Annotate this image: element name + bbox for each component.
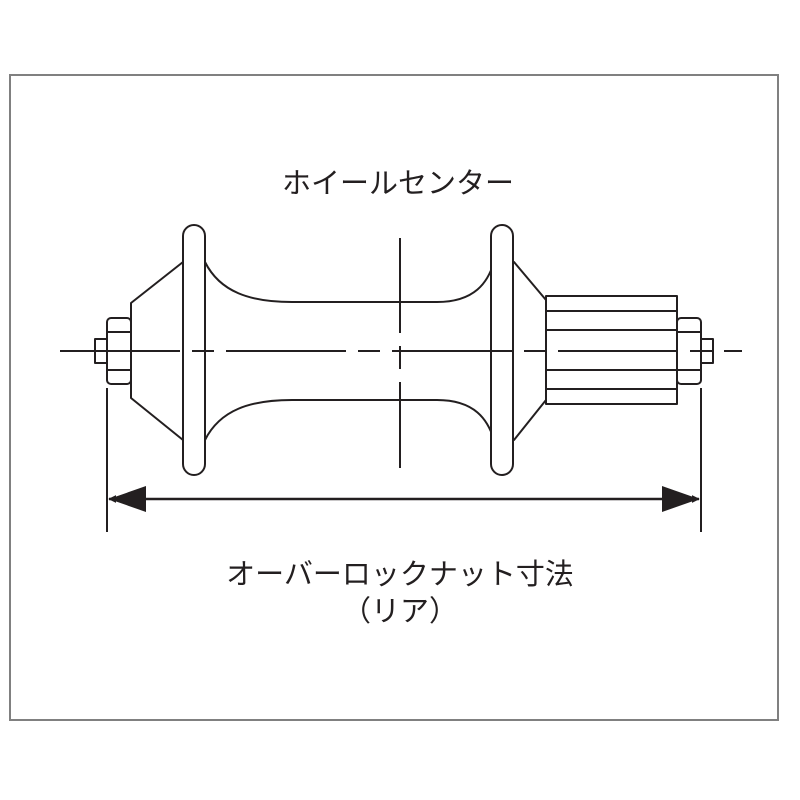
dimension-sublabel: （リア）	[342, 594, 458, 628]
dimension-arrowhead-right	[662, 486, 699, 512]
diagram-frame	[9, 74, 779, 721]
dimension-label: オーバーロックナット寸法	[226, 557, 574, 591]
dimension-arrowhead-left	[109, 486, 146, 512]
wheel-center-label: ホイールセンター	[282, 166, 514, 200]
hub-drawing	[94, 224, 714, 476]
